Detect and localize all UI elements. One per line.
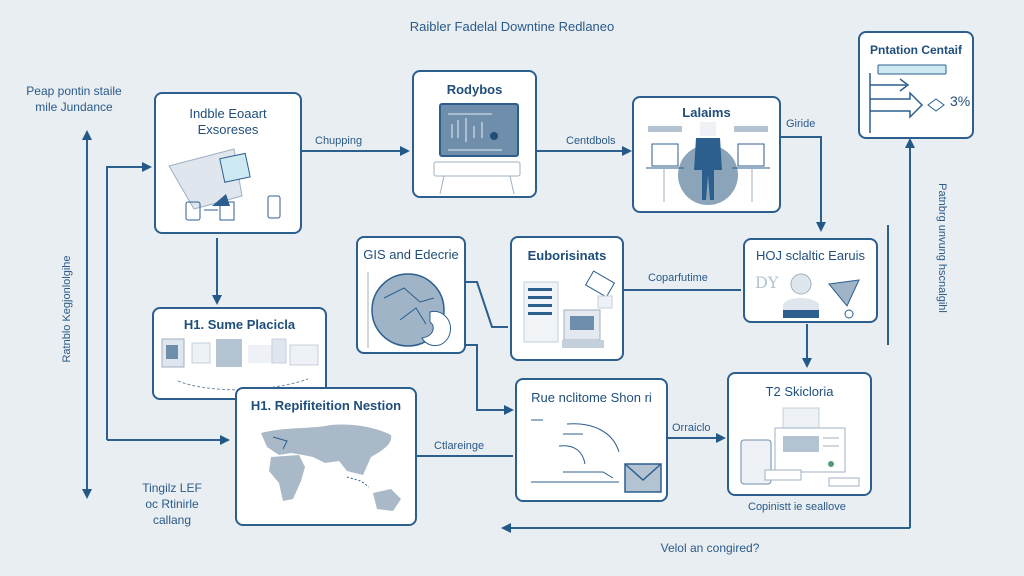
node-t2-caption: Copinistt ie seallove: [748, 501, 846, 513]
node-hoj[interactable]: HOJ sclaltic Earuis DY: [743, 238, 878, 323]
globe-illustration: [367, 272, 452, 348]
node-pntation-value: 3%: [950, 93, 971, 109]
node-t2-title: T2 Skicloria: [765, 384, 834, 399]
servers-computer-illustration: [523, 270, 616, 348]
person-diamond-illustration: DY: [755, 273, 860, 319]
progress-arrows-illustration: [869, 64, 947, 133]
node-expenses-title-line2: Exsoreses: [197, 122, 259, 137]
node-lalaims[interactable]: Lalaims: [632, 96, 781, 213]
loop-to-expenses: [106, 162, 152, 440]
diagram-title: Raibler Fadelal Downtine Redlaneo: [409, 19, 615, 34]
note-bottom-center: Velol an congired?: [660, 541, 760, 555]
node-euborisinats[interactable]: Euborisinats: [510, 236, 624, 361]
note-bottom-left-line3: callang: [152, 513, 192, 527]
note-left-vertical: Ratnblo Kegjonlolgihe: [61, 255, 73, 363]
node-rodybos-title: Rodybos: [446, 82, 503, 97]
edge-label-centdbols: Centdbols: [566, 135, 616, 147]
computer-workspace-illustration: [740, 407, 860, 487]
edge-gis-to-rue: [466, 344, 514, 415]
node-rue-title: Rue nclitome Shon ri: [531, 390, 652, 405]
note-top-left: Peap pontin staile mile Jundance: [14, 83, 134, 115]
node-rodybos[interactable]: Rodybos: [412, 70, 537, 198]
node-expenses-title-line1: Indble Eoaart: [189, 106, 267, 121]
node-repifiteition-title: H1. Repifiteition Nestion: [250, 398, 402, 413]
edge-giride: [781, 136, 826, 232]
note-right-vertical: Patnbrg unvung hscnalgihl: [936, 183, 948, 313]
node-sume-title: H1. Sume Placicla: [183, 317, 296, 332]
note-top-left-line1: Peap pontin staile: [26, 84, 122, 98]
node-expenses[interactable]: Indble Eoaart Exsoreses: [154, 92, 302, 234]
laptop-documents-illustration: [168, 148, 281, 221]
edge-label-giride: Giride: [786, 118, 816, 130]
node-t2[interactable]: T2 Skicloria: [727, 372, 872, 496]
node-gis[interactable]: GIS and Edecrie: [356, 236, 466, 354]
node-euborisinats-title: Euborisinats: [527, 248, 607, 263]
world-map-illustration: [261, 424, 401, 511]
node-expenses-title: Indble Eoaart Exsoreses: [156, 106, 300, 138]
node-hoj-title: HOJ sclaltic Earuis: [755, 248, 866, 263]
node-gis-title: GIS and Edecrie: [363, 247, 459, 262]
note-top-left-line2: mile Jundance: [35, 100, 113, 114]
node-pntation-title: Pntation Centaif: [870, 43, 962, 57]
edge-gis-to-euborisinats: [466, 281, 508, 328]
note-bottom-left: Tingilz LEF oc Rtinirle callang: [112, 480, 232, 528]
node-pntation[interactable]: Pntation Centaif 3%: [858, 31, 974, 139]
presentation-board-illustration: [433, 103, 521, 195]
person-workstations-illustration: [646, 122, 770, 205]
edge-label-orraiclo: Orraiclo: [672, 422, 711, 434]
note-bottom-left-line1: Tingilz LEF: [142, 481, 202, 495]
node-rue[interactable]: Rue nclitome Shon ri: [515, 378, 668, 502]
delivery-mail-illustration: [531, 419, 662, 493]
node-repifiteition[interactable]: H1. Repifiteition Nestion: [235, 387, 417, 526]
edge-label-coparfutime: Coparfutime: [648, 272, 708, 284]
note-bottom-left-line2: oc Rtinirle: [145, 497, 199, 511]
node-lalaims-title: Lalaims: [682, 105, 731, 120]
edge-label-chupping: Chupping: [315, 135, 363, 147]
edge-label-ctlareinge: Ctlareinge: [434, 440, 485, 452]
svg-text:DY: DY: [755, 273, 779, 292]
